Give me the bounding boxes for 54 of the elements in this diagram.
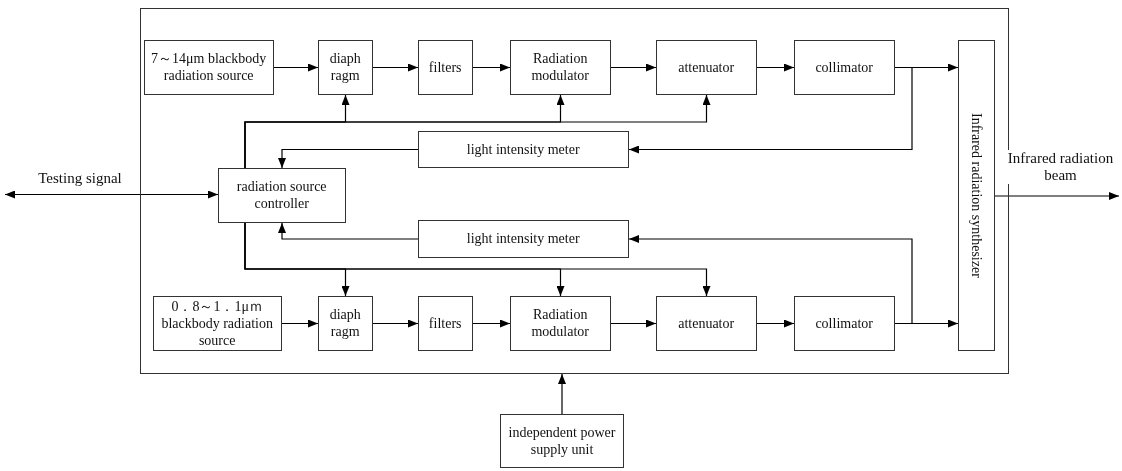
arrow (244, 94, 711, 169)
node-label: attenuator (678, 314, 735, 332)
node-label: 0．8～1．1μｍ blackbody radiation source (160, 297, 274, 349)
arrow (244, 222, 711, 297)
process-box (417, 219, 629, 258)
arrow (558, 373, 566, 415)
process-box (500, 414, 624, 468)
node-label: collimator (815, 58, 873, 76)
node-label: Infrared radiation synthesizer (967, 112, 985, 278)
arrow (628, 66, 913, 154)
process-box (417, 130, 629, 168)
arrow (278, 222, 419, 240)
process-box (417, 295, 473, 351)
node-label: collimator (815, 314, 873, 332)
arrow (273, 63, 319, 72)
process-box (793, 39, 895, 95)
arrow (472, 63, 511, 72)
node-label: diaph ragm (328, 306, 362, 341)
arrow (372, 319, 419, 328)
arrow (372, 63, 419, 72)
node-label: light intensity meter (466, 230, 580, 248)
process-box (655, 39, 757, 95)
arrow (4, 190, 219, 199)
node-label: filters (428, 58, 462, 76)
process-box (417, 39, 473, 95)
arrow (610, 63, 657, 72)
node-label: independent power supply unit (507, 424, 617, 458)
process-box (152, 295, 282, 351)
node-label: attenuator (678, 58, 735, 76)
node-label: radiation source controller (235, 178, 328, 213)
arrow (756, 319, 795, 328)
process-box (143, 39, 274, 95)
process-box (509, 39, 611, 95)
process-box (793, 295, 895, 351)
process-box (655, 295, 757, 351)
system-frame (140, 8, 1009, 374)
node-label: Radiation modulator (530, 50, 590, 85)
process-box (217, 167, 346, 223)
process-box (317, 295, 373, 351)
arrow (472, 319, 511, 328)
node-label: Radiation modulator (530, 306, 590, 341)
arrow (610, 319, 657, 328)
arrow (994, 192, 1120, 200)
node-label: light intensity meter (466, 140, 580, 158)
process-box (957, 39, 995, 351)
node-label: diaph ragm (328, 50, 362, 85)
process-box (317, 39, 373, 95)
arrow (628, 235, 913, 325)
arrow (278, 148, 419, 169)
node-label: 7～14μm blackbody radiation source (150, 50, 268, 85)
node-label: filters (428, 314, 462, 332)
process-box (509, 295, 611, 351)
arrow (756, 63, 795, 72)
arrow (281, 319, 319, 328)
